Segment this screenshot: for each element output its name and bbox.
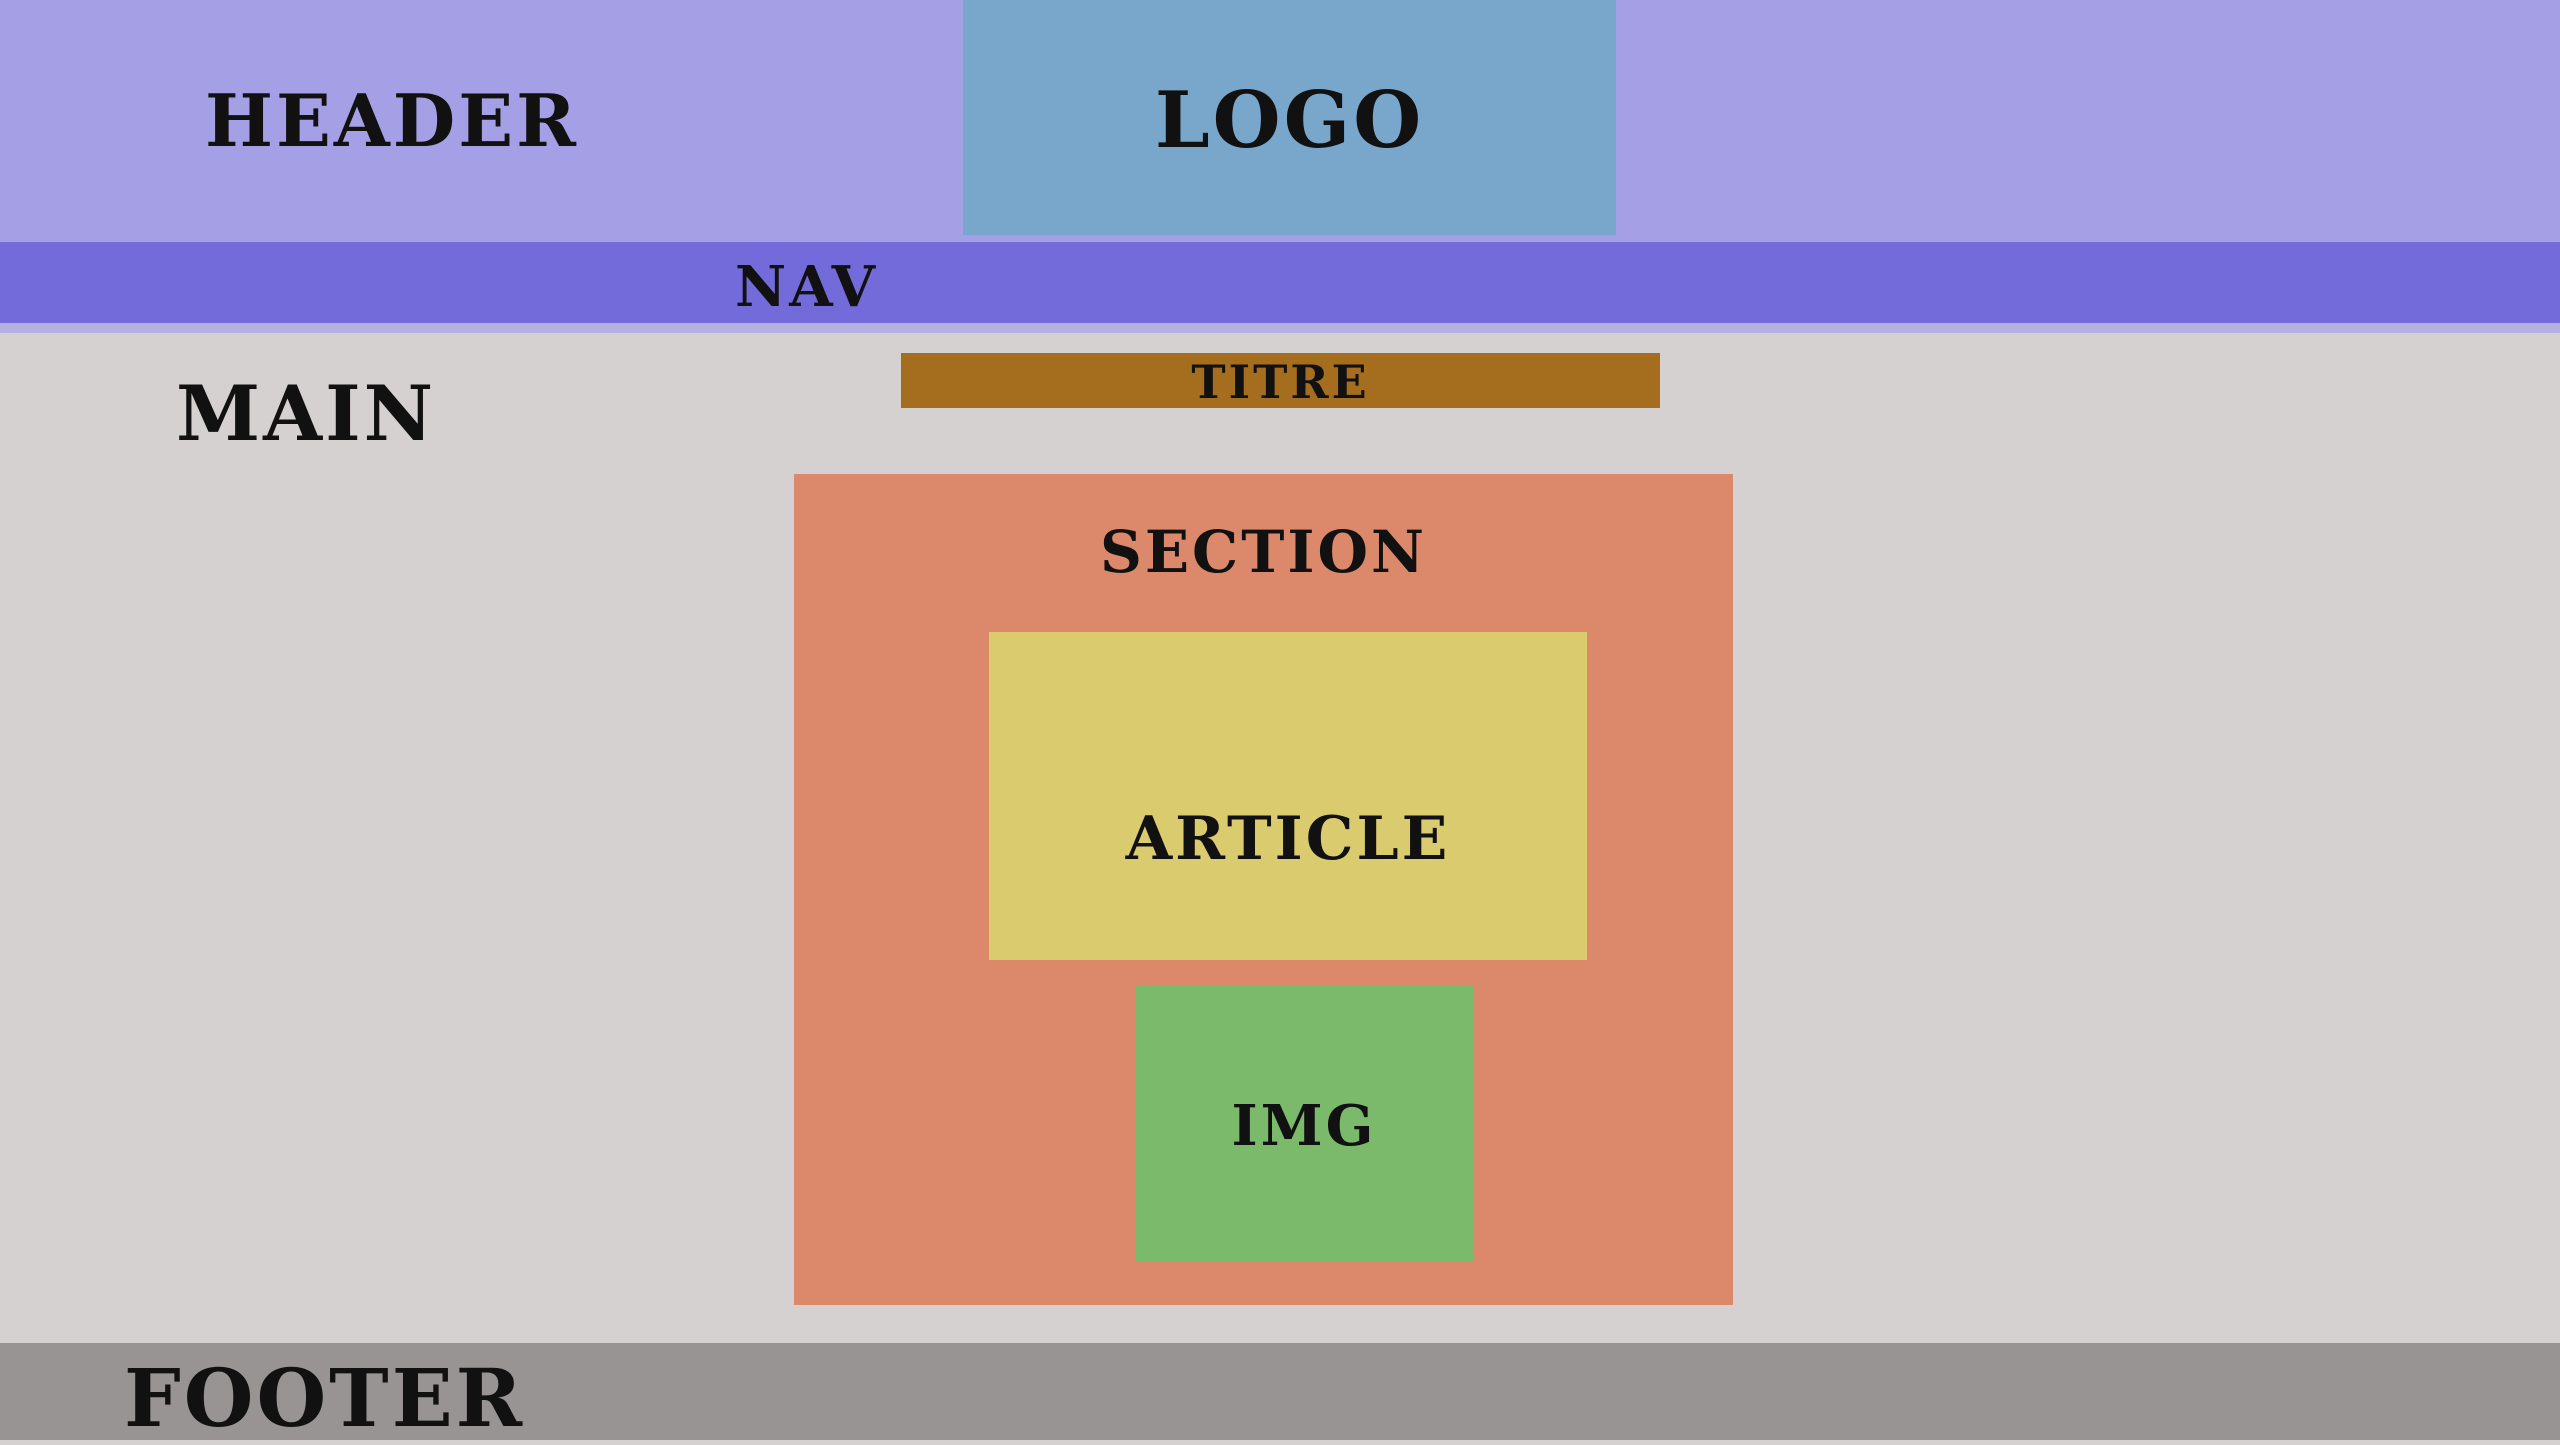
article-block: ARTICLE (989, 632, 1587, 960)
header-label: HEADER (205, 78, 579, 163)
img-label: IMG (1231, 1093, 1377, 1159)
nav-label: NAV (735, 254, 879, 320)
logo-block: LOGO (963, 0, 1616, 235)
section-label: SECTION (1099, 518, 1428, 586)
titre-block: TITRE (901, 353, 1660, 409)
main-label: MAIN (176, 369, 437, 458)
img-block: IMG (1135, 985, 1473, 1262)
footer-block: FOOTER (0, 1343, 2560, 1445)
logo-label: LOGO (1154, 75, 1425, 166)
titre-label: TITRE (1191, 355, 1370, 409)
nav-block: NAV (0, 242, 2560, 323)
footer-label: FOOTER (124, 1351, 526, 1445)
nav-divider (0, 323, 2560, 333)
article-label: ARTICLE (1125, 804, 1451, 874)
